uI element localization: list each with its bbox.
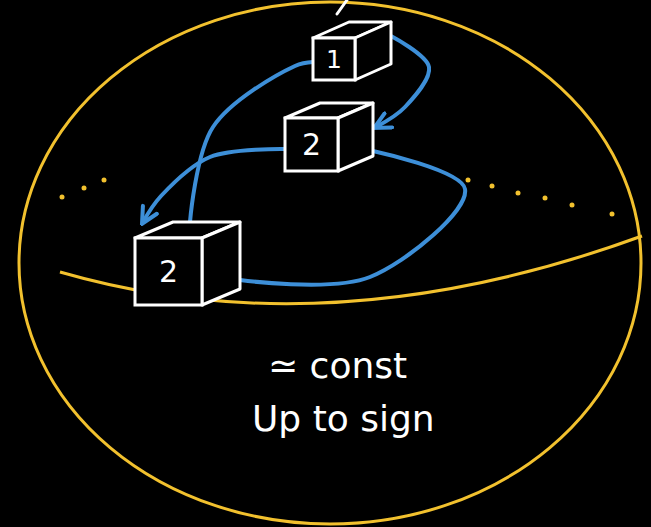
cube-drawing — [135, 222, 240, 305]
cube-side-face — [355, 22, 391, 80]
ellipsis-dot — [570, 203, 575, 208]
cube-drawing — [313, 22, 391, 80]
cube-drawing — [285, 103, 373, 171]
cube-side-face — [338, 103, 373, 171]
cube-number: 2 — [285, 118, 338, 171]
cube-box: 2 — [135, 222, 240, 305]
cube-box: 1 — [313, 22, 391, 80]
cube-number: 2 — [135, 238, 202, 305]
cube-front-face — [313, 38, 355, 80]
ellipsis-dot — [516, 191, 521, 196]
ellipsis-dot — [82, 186, 87, 191]
arrow-connector — [240, 151, 465, 285]
cube-front-face — [135, 238, 202, 305]
note-text: Up to sign — [252, 398, 435, 439]
region-boundary — [19, 2, 641, 524]
ellipsis-dot — [466, 178, 471, 183]
ellipsis-dot — [102, 178, 107, 183]
cube-side-face — [202, 222, 240, 305]
note-text: ≃ const — [268, 345, 407, 386]
cube-front-face — [285, 118, 338, 171]
ellipsis-dot — [60, 195, 65, 200]
cut-off-stroke — [337, 0, 347, 14]
ellipsis-dot — [610, 212, 615, 217]
ellipsis-dot — [543, 196, 548, 201]
cube-number: 1 — [313, 38, 355, 80]
cube-box: 2 — [285, 103, 373, 171]
arrow-connector — [143, 149, 285, 222]
ellipsis-dot — [490, 184, 495, 189]
